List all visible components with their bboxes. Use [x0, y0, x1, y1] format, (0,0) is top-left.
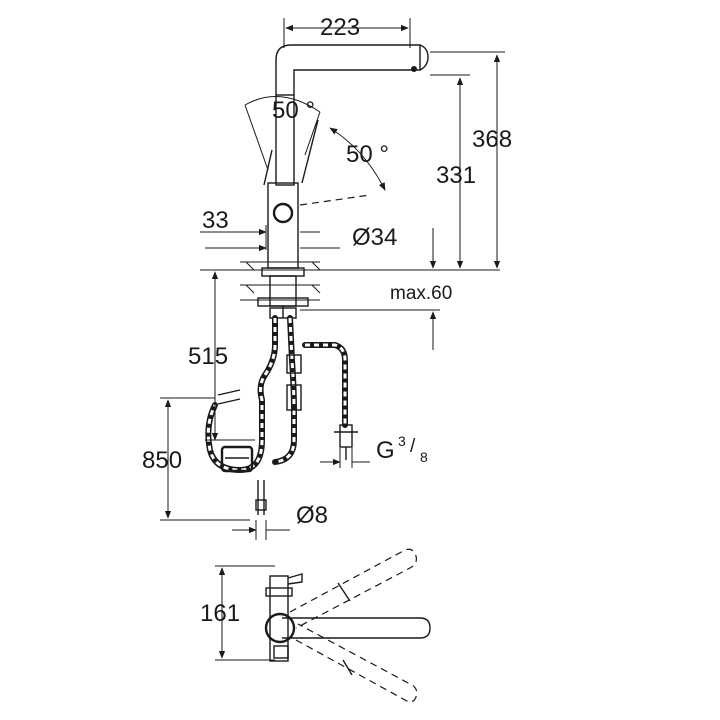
label-368: 368 [472, 126, 512, 153]
faucet-side-view [215, 548, 431, 703]
connector-upper [286, 354, 302, 374]
connector-lower [286, 384, 302, 411]
mounting-stem [269, 275, 297, 307]
label-diameter-8: Ø8 [296, 502, 328, 529]
label-thread-slash: / [410, 436, 416, 457]
faucet-main-body [267, 182, 299, 269]
faucet-riser-pipe [275, 94, 295, 186]
side-spout-swing-down [295, 623, 418, 703]
deck-lines [200, 261, 500, 311]
label-thread-den: 8 [420, 449, 428, 465]
lever-right-line [301, 119, 319, 184]
hose-left [257, 315, 278, 443]
pullout-hose-loop [205, 402, 265, 474]
label-angle-side: 50 ° [346, 141, 389, 168]
lever-left-line [263, 149, 273, 186]
angle-arc-side [329, 127, 386, 191]
break-mark [217, 389, 241, 396]
hose-right [302, 341, 348, 428]
label-angle-top: 50 ° [272, 97, 315, 124]
hose-weight [220, 445, 254, 473]
label-thread-g: G [376, 437, 395, 464]
label-161: 161 [200, 600, 240, 627]
dimension-labels: 223 368 331 50 ° 50 ° 33 Ø34 max.60 515 … [142, 14, 512, 627]
faucet-front-view [257, 44, 429, 319]
label-33: 33 [202, 207, 229, 234]
label-thread-num: 3 [398, 433, 406, 449]
deck-base-top [261, 267, 305, 277]
spout-outlet-icon [411, 66, 417, 72]
label-223: 223 [320, 14, 360, 41]
mounting-nut [269, 307, 297, 319]
label-max60: max.60 [390, 283, 452, 304]
valve-right [339, 424, 353, 448]
label-515: 515 [188, 343, 228, 370]
label-850: 850 [142, 447, 182, 474]
side-pivot-ring [264, 612, 296, 644]
faucet-spout-arm [275, 44, 421, 95]
lever-pivot-icon [272, 202, 294, 224]
label-331: 331 [436, 162, 476, 189]
label-diameter-34: Ø34 [352, 224, 397, 251]
side-spout-swing-up [289, 548, 417, 629]
side-spout [282, 617, 431, 639]
mounting-plate [257, 297, 309, 307]
spout-head [419, 44, 429, 71]
hose-center-lower [272, 407, 297, 465]
angle-arc-top [244, 96, 321, 113]
supply-hoses [205, 315, 358, 515]
dimension-lines [160, 18, 505, 540]
side-lever [287, 573, 303, 585]
